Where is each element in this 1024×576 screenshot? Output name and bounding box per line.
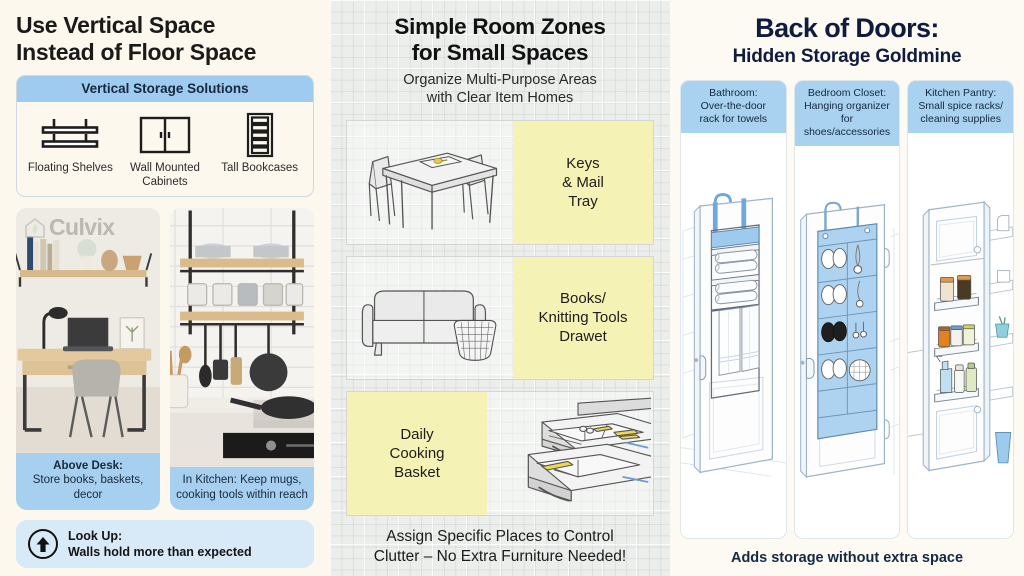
- kitchen-drawers-illustration: [487, 392, 653, 515]
- look-up-line-2: Walls hold more than expected: [68, 545, 252, 559]
- door-cards: Bathroom: Over-the-door rack for towels: [680, 79, 1015, 539]
- head-line-2: Hanging organizer: [804, 99, 890, 112]
- head-line-3: rack for towels: [699, 113, 768, 126]
- solutions-card-header: Vertical Storage Solutions: [17, 76, 313, 103]
- look-up-callout: Look Up: Walls hold more than expected: [16, 520, 314, 568]
- solution-item-tall-bookcases: Tall Bookcases: [216, 112, 304, 175]
- zone-rows: Keys & Mail Tray: [346, 119, 654, 517]
- photo-card-above-desk: Culvix Above Desk: Store books, baskets,…: [16, 208, 160, 510]
- zone-tag-keys-mail: Keys & Mail Tray: [512, 120, 653, 244]
- head-line-1: Kitchen Pantry:: [925, 86, 997, 99]
- sofa-basket-illustration: [347, 257, 513, 380]
- subtitle-line-1: Organize Multi-Purpose Areas: [403, 72, 597, 89]
- solution-item-wall-cabinets: Wall Mounted Cabinets: [121, 112, 209, 189]
- brand-name: Culvix: [49, 214, 115, 241]
- look-up-text: Look Up: Walls hold more than expected: [68, 528, 252, 560]
- head-line-1: Bathroom:: [709, 86, 758, 99]
- desk-photo: Culvix: [16, 208, 160, 453]
- door-card-header-bathroom: Bathroom: Over-the-door rack for towels: [681, 80, 786, 134]
- panel-back-of-doors: Back of Doors: Hidden Storage Goldmine B…: [670, 0, 1024, 576]
- pantry-door-spice-racks-illustration: [908, 133, 1014, 538]
- footer-line-1: Assign Specific Places to Control: [386, 528, 614, 546]
- footer-line-2: Clutter – No Extra Furniture Needed!: [373, 547, 627, 565]
- zone-tag-books-knitting: Books/ Knitting Tools Drawet: [512, 256, 653, 380]
- solution-label: Floating Shelves: [27, 162, 113, 175]
- photo-caption-in-kitchen: In Kitchen: Keep mugs, cooking tools wit…: [170, 467, 314, 510]
- solution-label: Wall Mounted Cabinets: [130, 162, 200, 188]
- zone-row-daily-cooking: Daily Cooking Basket: [346, 391, 654, 517]
- look-up-line-1: Look Up:: [68, 529, 123, 543]
- house-leaf-logo-icon: [25, 217, 45, 238]
- panel-vertical-space: Use Vertical Space Instead of Floor Spac…: [0, 0, 330, 576]
- title-line-1: Simple Room Zones: [394, 14, 606, 39]
- solution-item-floating-shelves: Floating Shelves: [26, 112, 114, 175]
- head-line-2: Small spice racks/: [918, 99, 1003, 112]
- photo-caption-above-desk: Above Desk: Store books, baskets, decor: [16, 452, 160, 510]
- brand-watermark: Culvix: [24, 214, 115, 241]
- photo-cards: Culvix Above Desk: Store books, baskets,…: [16, 208, 314, 510]
- title-line-1: Use Vertical Space: [16, 12, 216, 38]
- door-card-bedroom-closet: Bedroom Closet: Hanging organizer for sh…: [793, 79, 901, 539]
- door-shoe-organizer-illustration: [794, 146, 900, 538]
- dining-table-chairs-illustration: [347, 121, 513, 244]
- kitchen-photo: [170, 208, 314, 468]
- door-towel-rack-illustration: [681, 133, 786, 538]
- photo-card-in-kitchen: In Kitchen: Keep mugs, cooking tools wit…: [170, 208, 314, 510]
- wall-cabinet-icon: [121, 112, 209, 158]
- page-title-left: Use Vertical Space Instead of Floor Spac…: [16, 12, 314, 65]
- zone-tag-daily-cooking: Daily Cooking Basket: [347, 392, 488, 516]
- vertical-storage-solutions-card: Vertical Storage Solutions: [16, 75, 314, 198]
- subtitle-middle: Organize Multi-Purpose Areas with Clear …: [403, 72, 596, 107]
- head-line-3: cleaning supplies: [920, 113, 1001, 126]
- footer-middle: Assign Specific Places to Control Clutte…: [374, 527, 626, 566]
- solutions-items: Floating Shelves Wall Mou: [17, 102, 313, 196]
- caption-text: Store books, baskets, decor: [32, 474, 144, 501]
- door-card-header-pantry: Kitchen Pantry: Small spice racks/ clean…: [908, 80, 1014, 134]
- door-card-kitchen-pantry: Kitchen Pantry: Small spice racks/ clean…: [907, 79, 1015, 539]
- caption-bold: Above Desk:: [53, 459, 123, 472]
- footer-right: Adds storage without extra space: [730, 550, 964, 566]
- door-card-bathroom: Bathroom: Over-the-door rack for towels: [680, 79, 787, 539]
- up-arrow-circle-icon: [28, 529, 58, 559]
- panel-room-zones: Simple Room Zones for Small Spaces Organ…: [330, 0, 670, 576]
- caption-text: In Kitchen: Keep mugs, cooking tools wit…: [176, 474, 308, 501]
- title-line-2: for Small Spaces: [411, 39, 589, 65]
- page-title-right: Back of Doors:: [755, 13, 939, 43]
- tall-bookcase-icon: [216, 112, 304, 158]
- zone-row-books-knitting: Books/ Knitting Tools Drawet: [346, 255, 654, 381]
- floating-shelves-icon: [26, 112, 114, 158]
- zone-row-keys-mail: Keys & Mail Tray: [346, 119, 654, 245]
- title-line-2: Instead of Floor Space: [16, 38, 257, 65]
- head-line-2: Over-the-door: [700, 99, 767, 112]
- head-line-1: Bedroom Closet:: [807, 86, 887, 99]
- head-line-3: for shoes/accessories: [803, 113, 891, 139]
- door-card-header-bedroom: Bedroom Closet: Hanging organizer for sh…: [794, 80, 900, 147]
- subtitle-line-2: with Clear Item Homes: [426, 89, 574, 106]
- solution-label: Tall Bookcases: [221, 162, 298, 175]
- page-subtitle-right: Hidden Storage Goldmine: [732, 45, 962, 67]
- page-title-middle: Simple Room Zones for Small Spaces: [394, 14, 605, 65]
